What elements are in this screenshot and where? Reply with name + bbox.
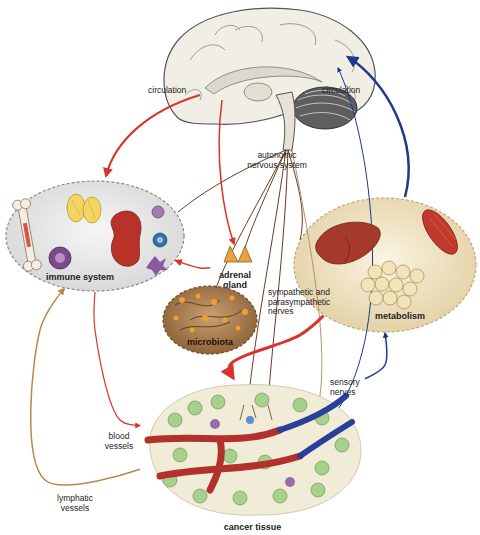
cancer-tissue-illustration — [258, 455, 272, 469]
node-label: cancer tissue — [140, 522, 365, 532]
brain-illustration — [164, 8, 375, 150]
cancer-tissue-illustration — [150, 385, 361, 516]
cancer-tissue-illustration — [148, 430, 300, 490]
cancer-tissue-illustration — [311, 483, 325, 497]
cancer-tissue-illustration — [173, 448, 187, 462]
cancer-tissue-illustration — [285, 477, 295, 487]
cancer-tissue-illustration — [246, 416, 254, 424]
node-label: immune system — [25, 272, 135, 282]
node-outline — [163, 286, 257, 354]
adrenal-gland-symbol — [224, 246, 252, 262]
nerve-line — [268, 150, 288, 405]
brain-illustration — [164, 8, 375, 124]
circulation-arrow — [106, 95, 200, 176]
brain-illustration — [244, 83, 272, 101]
connector-arrow — [176, 261, 210, 269]
connector-arrow — [94, 292, 140, 426]
cancer-tissue-illustration — [168, 413, 182, 427]
brain-illustration — [205, 67, 322, 94]
node-outline — [294, 198, 476, 332]
brain-illustration — [276, 92, 295, 150]
cancer-tissue-node: cancer tissue — [140, 378, 365, 535]
cancer-tissue-illustration — [255, 393, 269, 407]
annotation-label: sympathetic and parasympathetic nerves — [268, 288, 340, 317]
node-label: metabolism — [355, 311, 445, 321]
annotation-label: sensory nerves — [330, 378, 372, 397]
annotation-label: blood vessels — [98, 432, 140, 451]
circulation-arrow — [219, 100, 234, 244]
annotation-label: circulation — [148, 86, 208, 96]
cancer-tissue-illustration — [211, 395, 225, 409]
cancer-tissue-illustration — [315, 461, 329, 475]
node-label: microbiota — [162, 337, 258, 347]
nerve-line — [216, 150, 286, 288]
connector-arrow — [365, 333, 387, 379]
cancer-tissue-illustration — [335, 438, 349, 452]
annotation-label: autonomic nervous system — [246, 151, 308, 170]
cancer-tissue-illustration — [280, 396, 352, 456]
cancer-tissue-illustration — [293, 398, 307, 412]
immune-system-ellipse: immune system — [5, 180, 185, 292]
cancer-tissue-illustration — [163, 473, 177, 487]
cancer-tissue-illustration — [223, 449, 237, 463]
cancer-tissue-illustration — [233, 491, 247, 505]
circulation-arrow — [348, 57, 409, 197]
connector-arrow — [31, 289, 140, 485]
node-outline — [6, 181, 184, 291]
cancer-tissue-illustration — [193, 489, 207, 503]
cancer-tissue-illustration — [148, 385, 361, 516]
annotation-label: lymphatic vessels — [50, 494, 100, 513]
cancer-tissue-illustration — [273, 489, 287, 503]
annotation-label: circulation — [322, 86, 382, 96]
metabolism-ellipse: metabolism — [293, 197, 477, 333]
nerve-line — [248, 150, 286, 405]
cancer-tissue-illustration — [188, 401, 202, 415]
cancer-tissue-illustration — [210, 419, 220, 429]
adrenal-gland-symbol — [238, 246, 252, 262]
microbiota-ellipse: microbiota — [162, 285, 258, 355]
cancer-tissue-illustration — [240, 405, 272, 420]
adrenal-gland-symbol — [224, 246, 238, 262]
cancer-tissue-illustration — [315, 411, 329, 425]
